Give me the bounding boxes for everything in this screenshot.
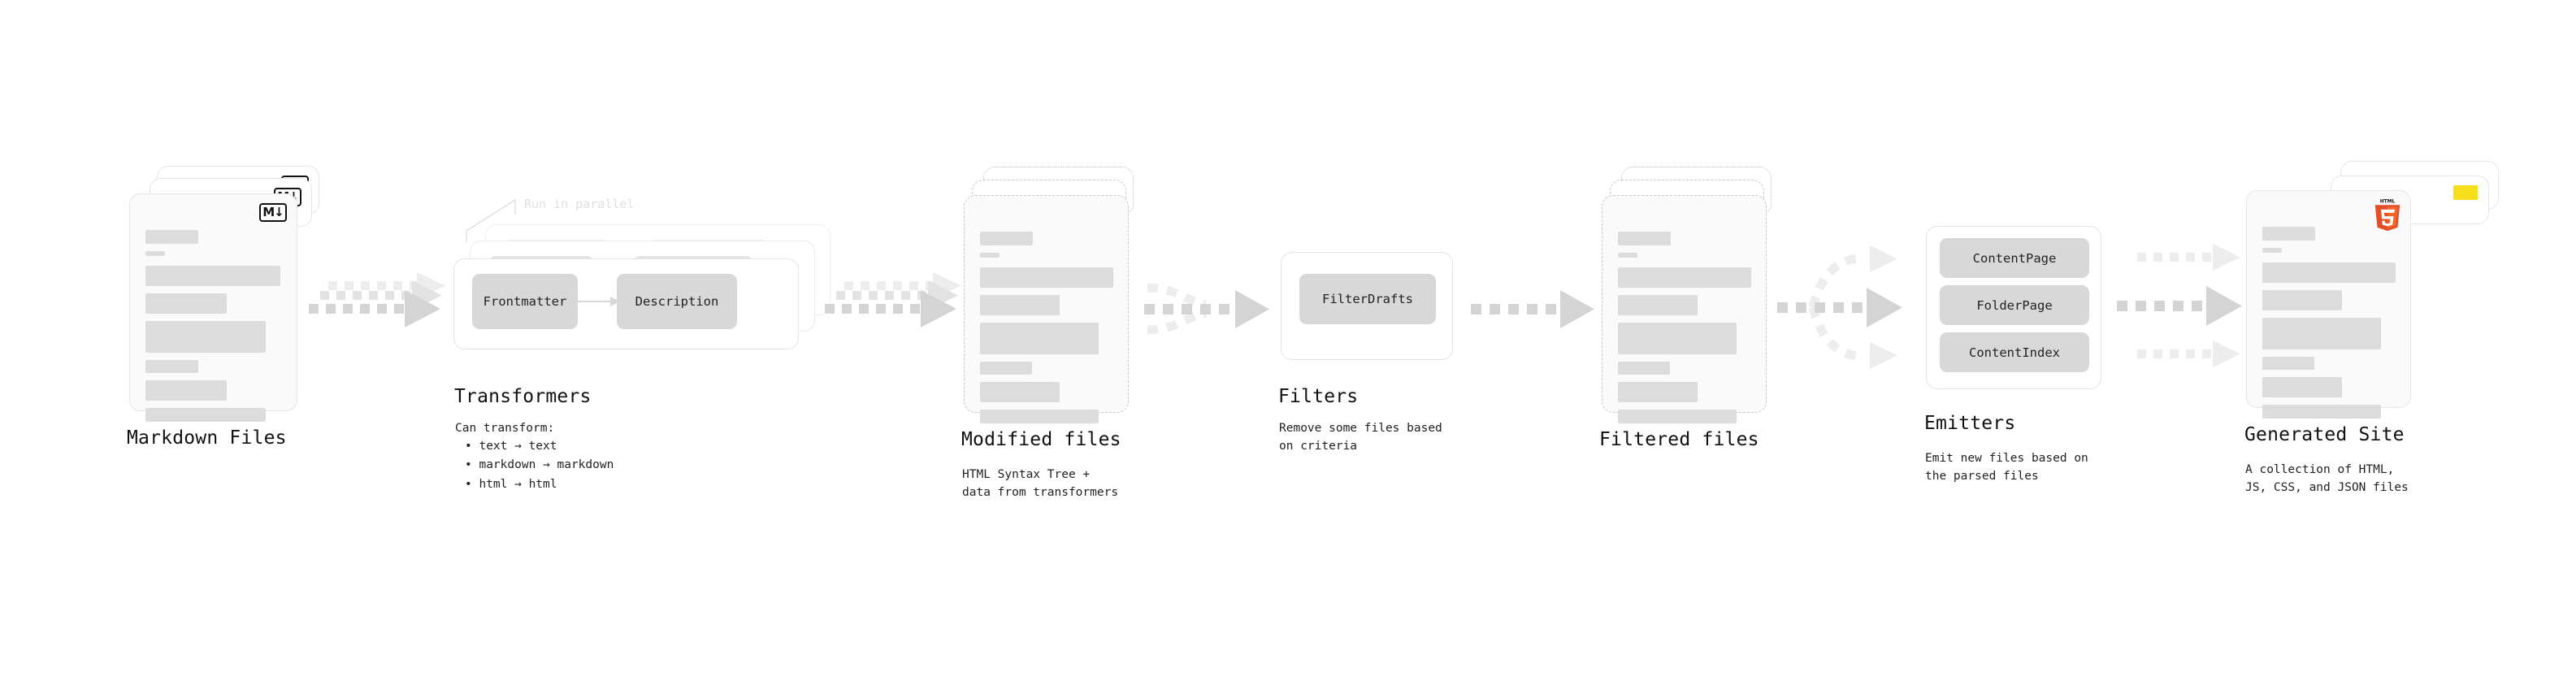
skeleton-bar <box>145 293 227 314</box>
skeleton-bar <box>2262 377 2342 397</box>
skeleton-bar <box>2262 248 2282 253</box>
transformer-pill-description[interactable]: Description <box>617 274 737 329</box>
doc-skeleton <box>1618 232 1753 431</box>
skeleton-bar <box>145 380 227 401</box>
arrow-filters-to-filtered <box>1471 290 1594 328</box>
label-filtered-files: Filtered files <box>1599 429 1759 450</box>
skeleton-bar <box>2262 405 2381 419</box>
description-filters: Remove some files based on criteria <box>1279 422 1442 453</box>
skeleton-bar <box>980 410 1099 423</box>
label-modified-files: Modified files <box>961 429 1121 450</box>
skeleton-bar <box>980 362 1032 375</box>
filter-pill-filterdrafts[interactable]: FilterDrafts <box>1299 274 1436 324</box>
transformer-pill-frontmatter[interactable]: Frontmatter <box>472 274 578 329</box>
skeleton-bar <box>145 230 198 244</box>
arrow-transformers-to-modified <box>825 272 961 327</box>
description-transformers: Can transform: <box>455 422 555 435</box>
annotation-run-in-parallel: Run in parallel <box>524 197 635 211</box>
transformer-bullet: • text → text <box>465 440 557 453</box>
js-badge <box>2453 185 2478 200</box>
stage-filters: FilterDrafts <box>1281 252 1453 360</box>
skeleton-bar <box>1618 253 1637 258</box>
skeleton-bar <box>145 360 198 373</box>
skeleton-bar <box>980 267 1113 288</box>
label-markdown-files: Markdown Files <box>127 427 287 449</box>
html5-icon: HTML <box>2374 199 2400 232</box>
skeleton-bar <box>145 321 266 353</box>
markdown-card-front: M↓ <box>129 193 297 422</box>
skeleton-bar <box>1618 295 1698 315</box>
skeleton-bar <box>2262 357 2314 370</box>
label-transformers: Transformers <box>454 386 592 407</box>
run-in-parallel-bracket <box>466 198 516 242</box>
skeleton-bar <box>1618 410 1737 423</box>
arrow-md-to-transformers <box>309 272 445 327</box>
transformer-bullet: • html → html <box>465 477 557 491</box>
label-generated-site: Generated Site <box>2244 424 2405 445</box>
skeleton-bar <box>2262 318 2381 349</box>
description-emitters: Emit new files based on the parsed files <box>1925 452 2088 484</box>
skeleton-bar <box>145 408 266 422</box>
doc-skeleton <box>980 232 1115 431</box>
doc-skeleton <box>145 230 284 429</box>
stage-emitters: ContentPage FolderPage ContentIndex <box>1926 226 2101 389</box>
description-generated-site: A collection of HTML, JS, CSS, and JSON … <box>2245 463 2409 495</box>
skeleton-bar <box>980 382 1060 402</box>
label-emitters: Emitters <box>1924 413 2016 434</box>
doc-skeleton <box>2262 227 2397 426</box>
skeleton-bar <box>1618 323 1737 354</box>
skeleton-bar <box>1618 232 1671 245</box>
arrow-modified-to-filters <box>1144 283 1269 335</box>
skeleton-bar <box>2262 227 2315 241</box>
markdown-badge: M↓ <box>259 203 287 222</box>
arrow-emitters-to-site <box>2117 244 2242 367</box>
transformer-inner-arrow <box>578 297 620 306</box>
filtered-card-front <box>1602 195 1767 423</box>
transformers-bullets: • text → text • markdown → markdown • ht… <box>465 437 614 494</box>
transformer-bullet: • markdown → markdown <box>465 458 614 472</box>
emitter-pill-folderpage[interactable]: FolderPage <box>1940 285 2089 325</box>
svg-text:HTML: HTML <box>2380 199 2396 204</box>
skeleton-bar <box>980 232 1033 245</box>
modified-card-front <box>964 195 1129 423</box>
skeleton-bar <box>1618 382 1698 402</box>
site-card-front-html: HTML <box>2246 190 2411 419</box>
emitter-pill-contentindex[interactable]: ContentIndex <box>1940 332 2089 372</box>
emitter-pill-contentpage[interactable]: ContentPage <box>1940 238 2089 278</box>
skeleton-bar <box>1618 362 1670 375</box>
skeleton-bar <box>145 266 280 286</box>
skeleton-bar <box>2262 262 2396 283</box>
skeleton-bar <box>980 323 1099 354</box>
skeleton-bar <box>980 253 1000 258</box>
skeleton-bar <box>1618 267 1751 288</box>
transformer-card-front: Frontmatter Description <box>453 258 799 349</box>
description-modified-files: HTML Syntax Tree + data from transformer… <box>962 468 1119 500</box>
skeleton-bar <box>145 251 165 256</box>
label-filters: Filters <box>1278 386 1359 407</box>
arrow-filtered-to-emitters <box>1777 245 1902 369</box>
skeleton-bar <box>980 295 1060 315</box>
skeleton-bar <box>2262 290 2342 310</box>
